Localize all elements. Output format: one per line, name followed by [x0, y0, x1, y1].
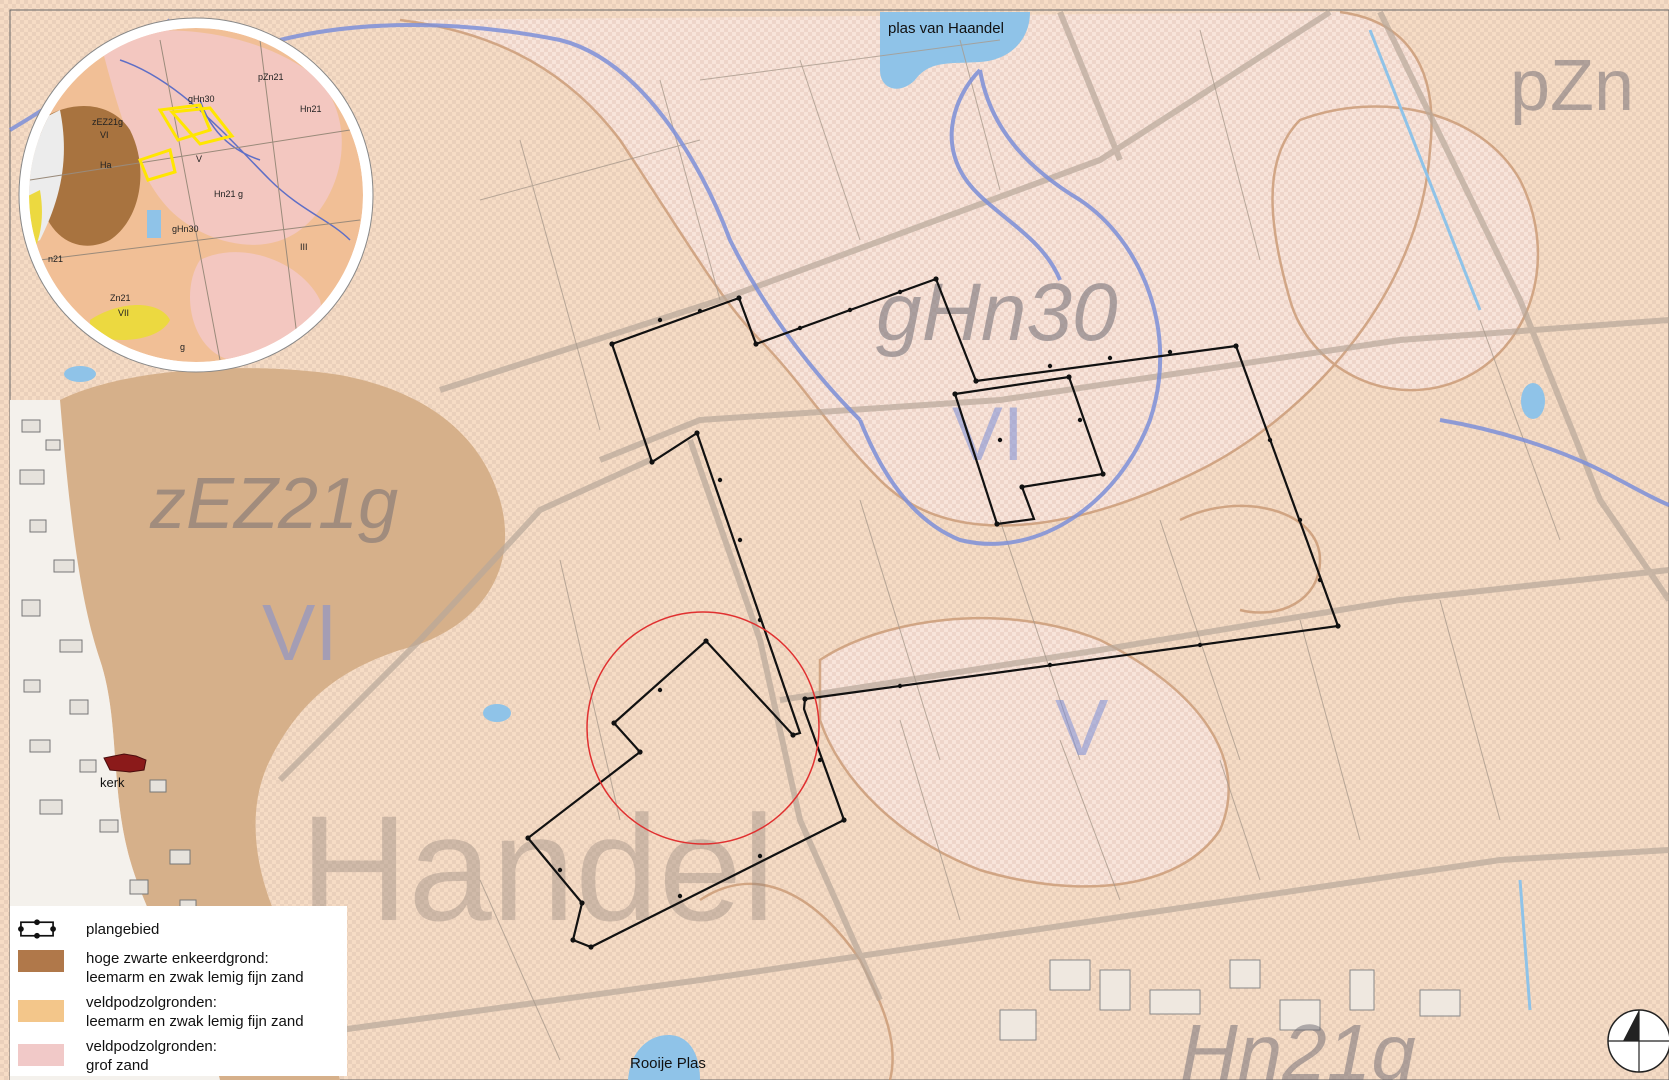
pink-zone	[1272, 106, 1538, 391]
inset-map: gHn30 zEZ21g pZn21 Hn21 Hn21 g gHn30 Zn2…	[18, 17, 374, 373]
svg-text:III: III	[300, 242, 308, 252]
svg-text:zEZ21g: zEZ21g	[92, 117, 123, 127]
plangebied-vertices	[525, 276, 1341, 950]
legend-item-plangebied: plangebied	[10, 918, 347, 942]
town-label: Handel	[300, 784, 775, 952]
soil-label-bottom: Hn21g	[1180, 1008, 1416, 1080]
lake-bottom	[628, 1035, 700, 1080]
svg-text:VII: VII	[118, 308, 129, 318]
svg-text:Zn21: Zn21	[110, 293, 131, 303]
roads	[277, 9, 1669, 1033]
class-label-vi-center: VI	[952, 392, 1024, 477]
legend-label: plangebied	[86, 921, 160, 938]
class-label-vi-left: VI	[262, 588, 338, 677]
lake-label-bottom: Rooije Plas	[630, 1055, 706, 1072]
svg-text:Hn21 g: Hn21 g	[214, 189, 243, 199]
legend-swatch	[18, 1044, 64, 1066]
church-icon	[103, 753, 147, 773]
pink-zone	[400, 12, 1432, 526]
pond	[1521, 383, 1545, 419]
legend-item-orange: veldpodzolgronden: leemarm en zwak lemig…	[10, 994, 347, 1034]
legend-label: veldpodzolgronden: leemarm en zwak lemig…	[86, 994, 304, 1030]
legend-item-brown: hoge zwarte enkeerdgrond: leemarm en zwa…	[10, 950, 347, 990]
church-label: kerk	[100, 775, 125, 790]
legend-label: veldpodzolgronden: grof zand	[86, 1038, 217, 1074]
pond	[64, 366, 96, 382]
compass-icon	[1607, 1009, 1669, 1073]
soil-label-main: gHn30	[876, 267, 1118, 358]
soil-label-ez: zEZ21g	[149, 464, 398, 544]
brown-zone	[60, 368, 506, 1080]
legend-item-pink: veldpodzolgronden: grof zand	[10, 1038, 347, 1078]
pink-zone	[820, 618, 1229, 887]
legend-swatch	[18, 950, 64, 972]
legend-swatch	[18, 1000, 64, 1022]
svg-text:n21: n21	[48, 254, 63, 264]
lake-label-top: plas van Haandel	[888, 20, 1004, 37]
svg-text:gHn30: gHn30	[188, 94, 215, 104]
pond	[483, 704, 511, 722]
plangebied-symbol-icon	[18, 919, 56, 939]
svg-text:VI: VI	[100, 130, 109, 140]
svg-text:Hn21: Hn21	[300, 104, 322, 114]
legend: plangebied hoge zwarte enkeerdgrond: lee…	[10, 906, 347, 1076]
drainage-line	[1518, 879, 1532, 1011]
legend-label: hoge zwarte enkeerdgrond: leemarm en zwa…	[86, 950, 304, 986]
svg-text:g: g	[180, 342, 185, 352]
svg-text:V: V	[196, 154, 202, 164]
svg-text:pZn21: pZn21	[258, 72, 284, 82]
parcel-lines	[479, 29, 1561, 1061]
soil-label-top-right: pZn	[1510, 46, 1634, 126]
town-buildings	[999, 959, 1461, 1041]
focus-circle	[586, 611, 820, 845]
svg-text:gHn30: gHn30	[172, 224, 199, 234]
lake-top	[880, 12, 1030, 89]
drainage-line	[1368, 29, 1482, 311]
svg-text:Ha: Ha	[100, 160, 112, 170]
class-label-v: V	[1055, 683, 1109, 772]
